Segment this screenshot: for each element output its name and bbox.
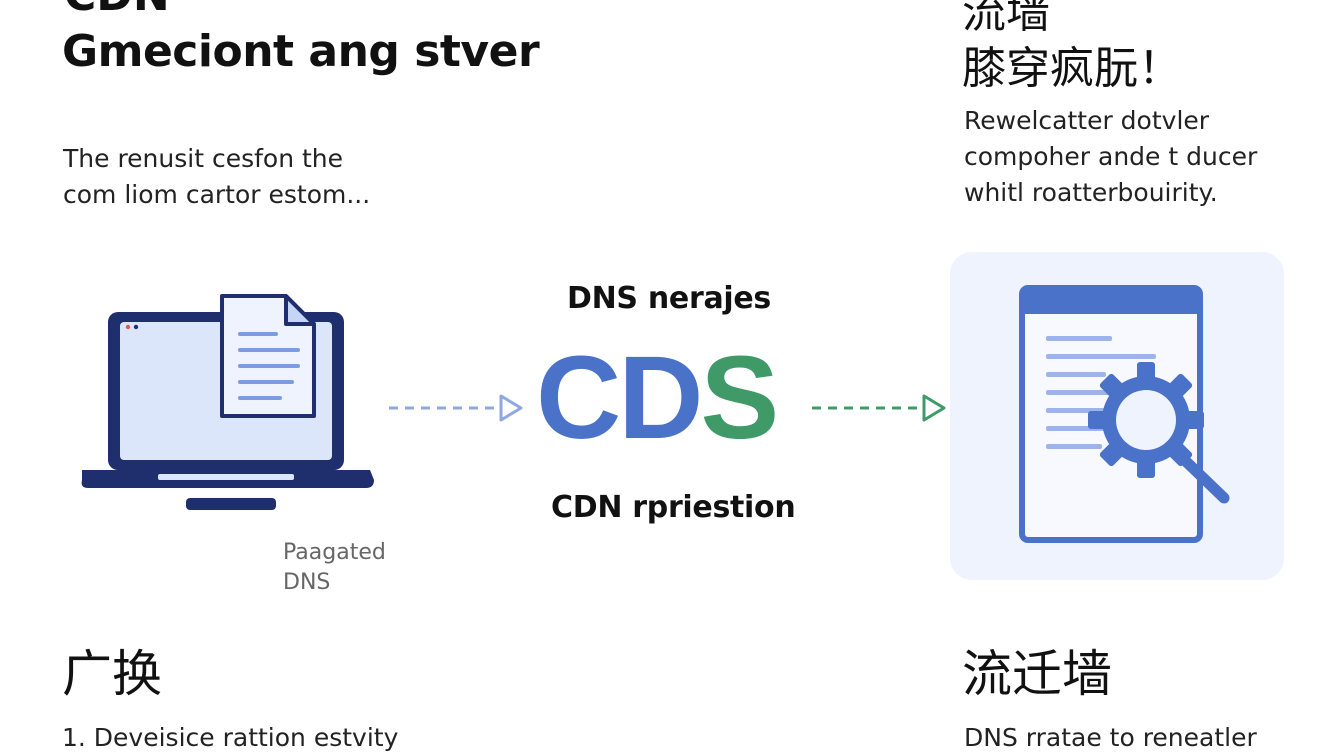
center-main-letter-s: S	[700, 332, 779, 464]
left-description-line-2: com liom cartor estom...	[63, 180, 371, 209]
center-main-label: CDS	[536, 330, 779, 466]
right-dashed-arrow	[812, 394, 946, 422]
left-dashed-arrow	[389, 394, 523, 422]
left-bottom-text: 1. Deveisice rattion estvity	[62, 723, 399, 752]
center-bottom-label: CDN rpriestion	[551, 490, 796, 525]
center-main-letter-d: D	[618, 332, 703, 464]
left-caption-line-1: Paagated	[283, 540, 386, 565]
right-description: Rewelcatter dotvler compoher ande t duce…	[964, 103, 1257, 211]
center-top-label: DNS nerajes	[567, 281, 771, 316]
left-description-line-1: The renusit cesfon the	[63, 144, 344, 173]
right-bottom-heading: 流迁墙	[962, 645, 1112, 703]
laptop-with-document-icon	[81, 294, 374, 510]
left-top-heading-clipped: CDN	[64, 0, 170, 21]
right-cjk-heading: 膝穿疯朊！	[962, 43, 1182, 94]
left-heading: Gmeciont ang stver	[62, 26, 540, 77]
right-description-line-1: Rewelcatter dotvler	[964, 106, 1210, 135]
left-description: The renusit cesfon the com liom cartor e…	[63, 141, 370, 213]
left-bottom-heading: 广换	[62, 645, 162, 703]
right-top-heading-clipped: 流墙	[962, 0, 1050, 38]
left-caption-line-2: DNS	[283, 570, 331, 595]
right-description-line-3: whitl roatterbouirity.	[964, 178, 1218, 207]
document-search-gear-icon	[950, 252, 1284, 580]
right-description-line-2: compoher ande t ducer	[964, 142, 1258, 171]
left-caption: Paagated DNS	[283, 538, 386, 598]
right-bottom-text: DNS rratae to reneatler	[964, 723, 1257, 752]
center-main-letter-c: C	[536, 332, 621, 464]
